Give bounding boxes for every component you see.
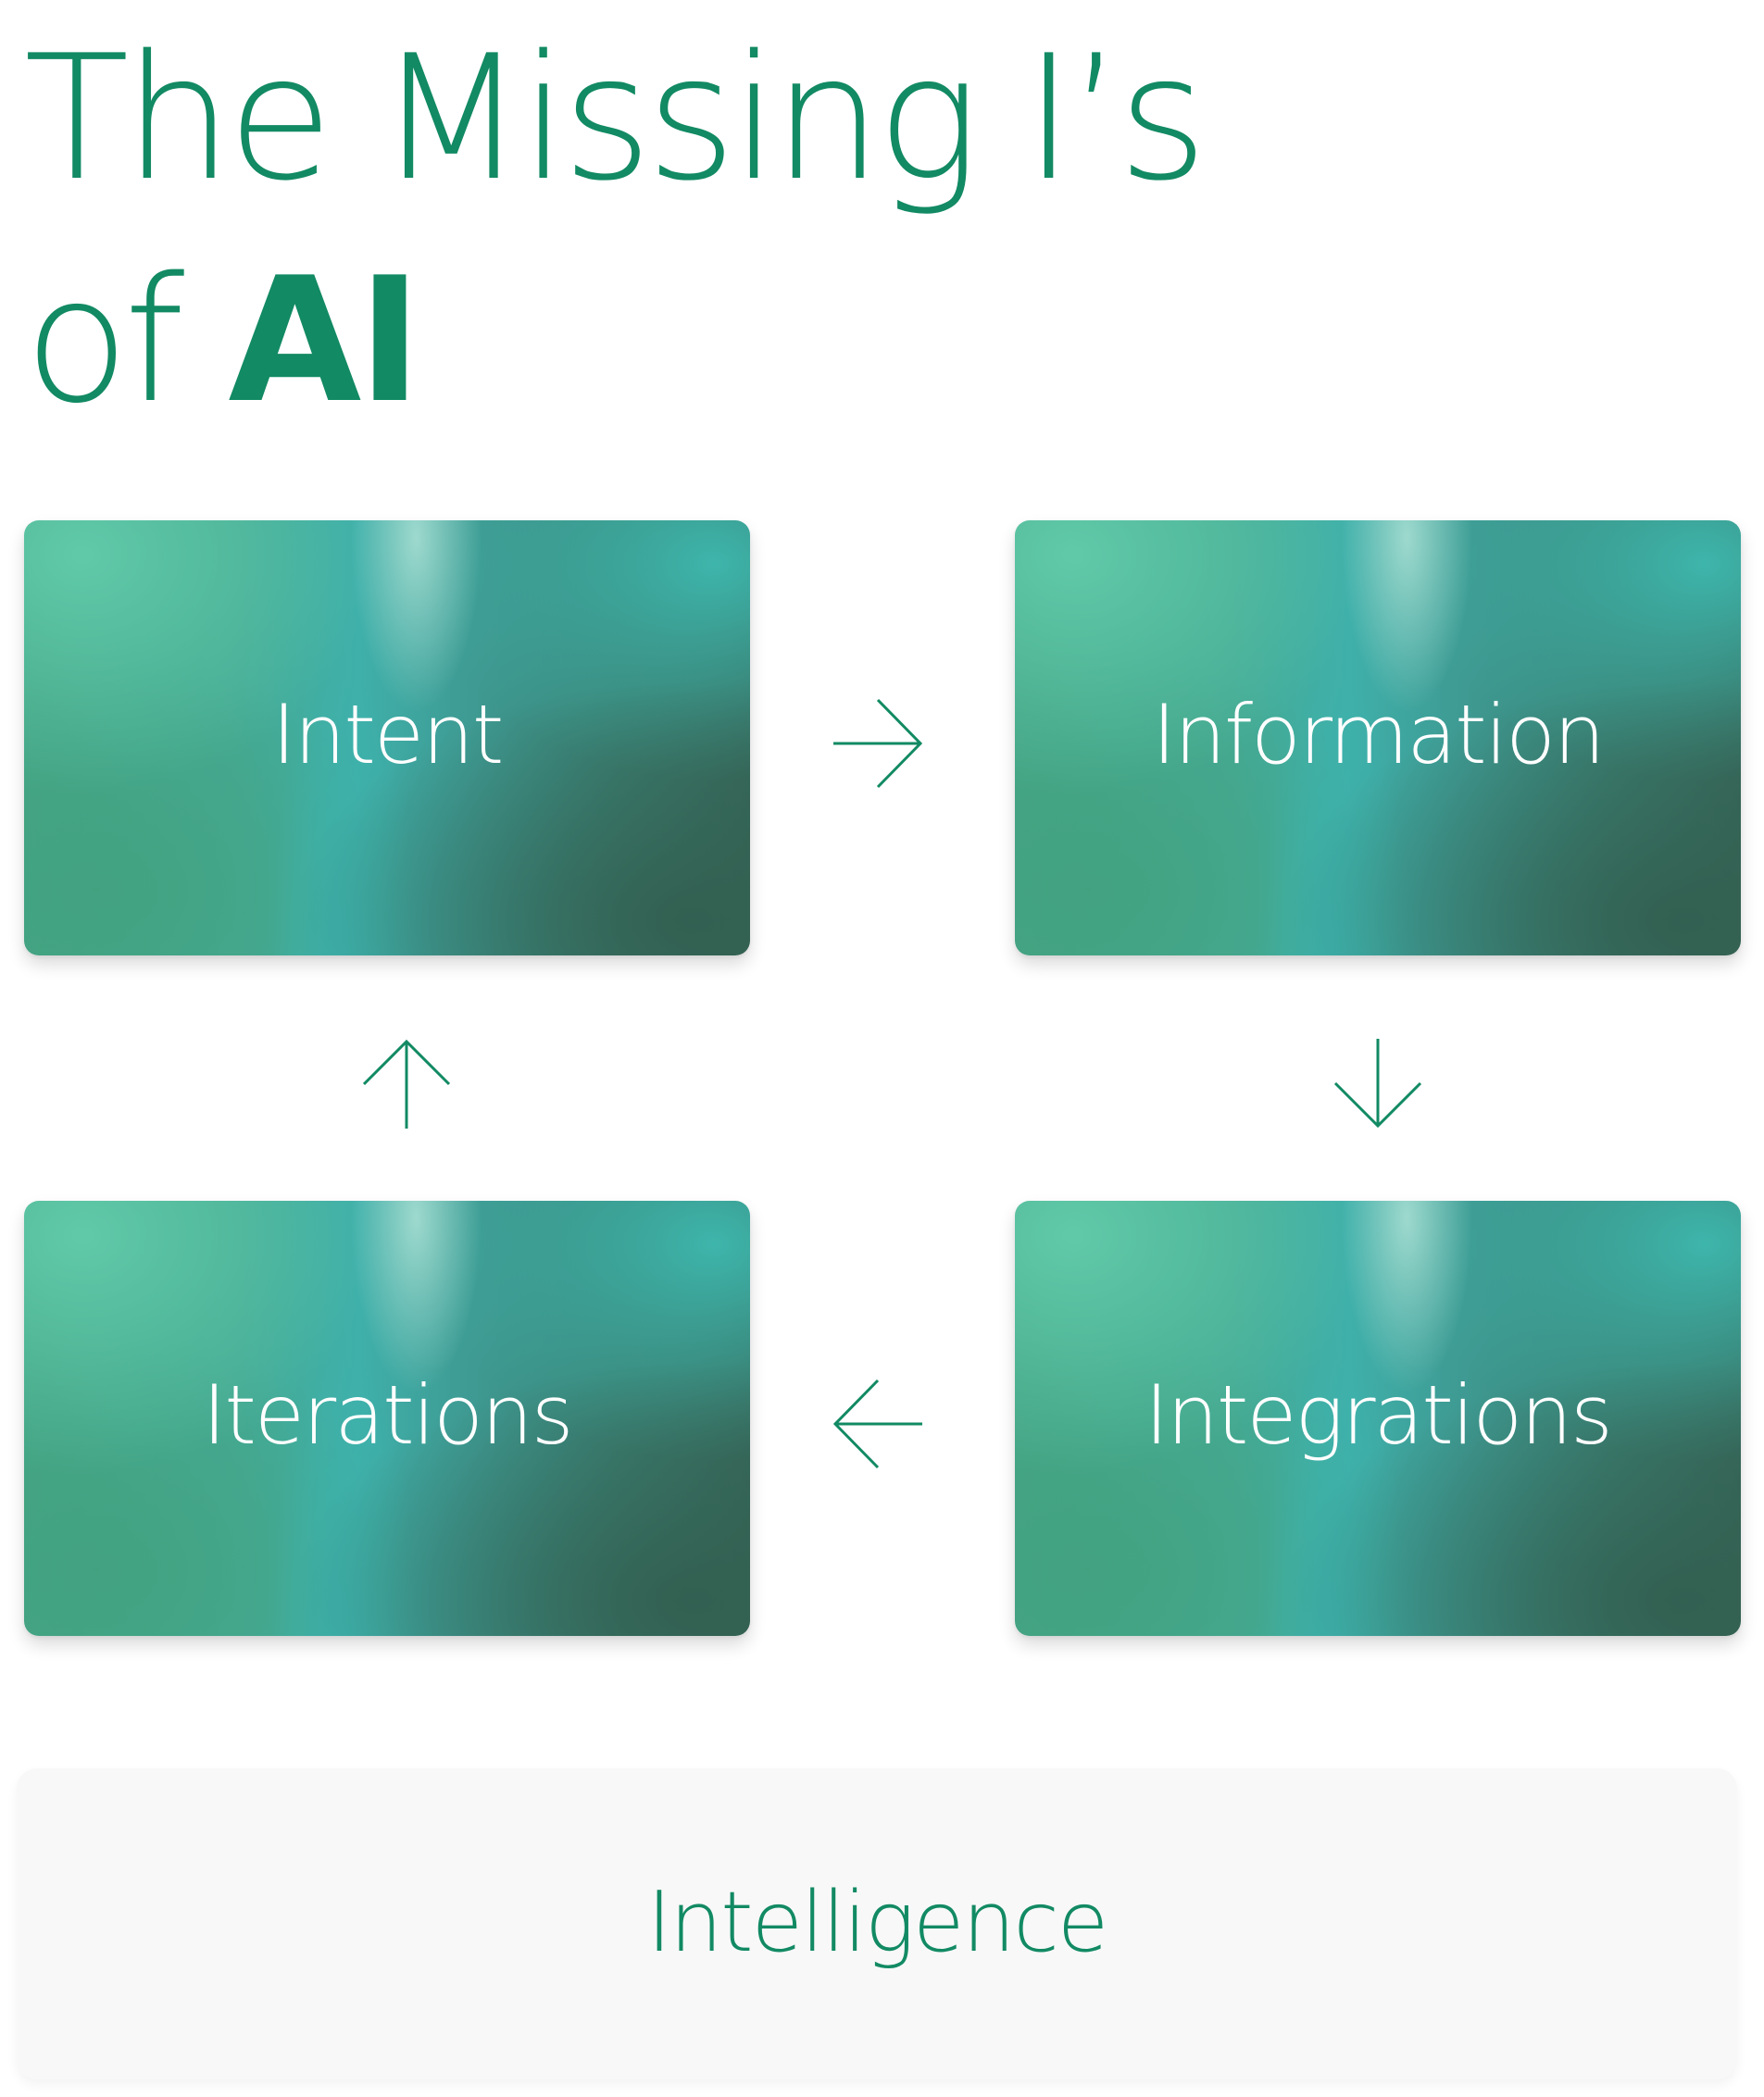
foundation-label: Intelligence: [646, 1873, 1109, 1971]
arrow-up-svg: [362, 1039, 451, 1129]
title-prefix-text: of: [24, 240, 184, 441]
arrow-left-icon: [832, 1378, 924, 1470]
card-label: Integrations: [1145, 1367, 1613, 1463]
page-title: The Missing I’s of AI: [24, 7, 1207, 452]
title-line-1: The Missing I’s: [24, 7, 1207, 230]
arrow-down-icon: [1332, 1037, 1424, 1130]
arrow-up-icon: [360, 1038, 453, 1130]
card-label: Information: [1152, 686, 1605, 782]
card-label: Iterations: [202, 1367, 573, 1463]
card-integrations[interactable]: Integrations: [1015, 1201, 1741, 1636]
title-main-text: The Missing I’s: [24, 18, 1207, 218]
card-information[interactable]: Information: [1015, 520, 1741, 955]
card-intent[interactable]: Intent: [24, 520, 750, 955]
title-emphasis-text: AI: [228, 240, 421, 441]
card-label: Intent: [271, 686, 505, 782]
foundation-intelligence[interactable]: Intelligence: [17, 1768, 1737, 2079]
arrow-right-icon: [832, 697, 924, 790]
arrow-down-svg: [1333, 1039, 1422, 1129]
arrow-right-svg: [833, 698, 923, 789]
arrow-left-svg: [832, 1379, 922, 1469]
card-iterations[interactable]: Iterations: [24, 1201, 750, 1636]
title-line-2: of AI: [24, 230, 1202, 452]
